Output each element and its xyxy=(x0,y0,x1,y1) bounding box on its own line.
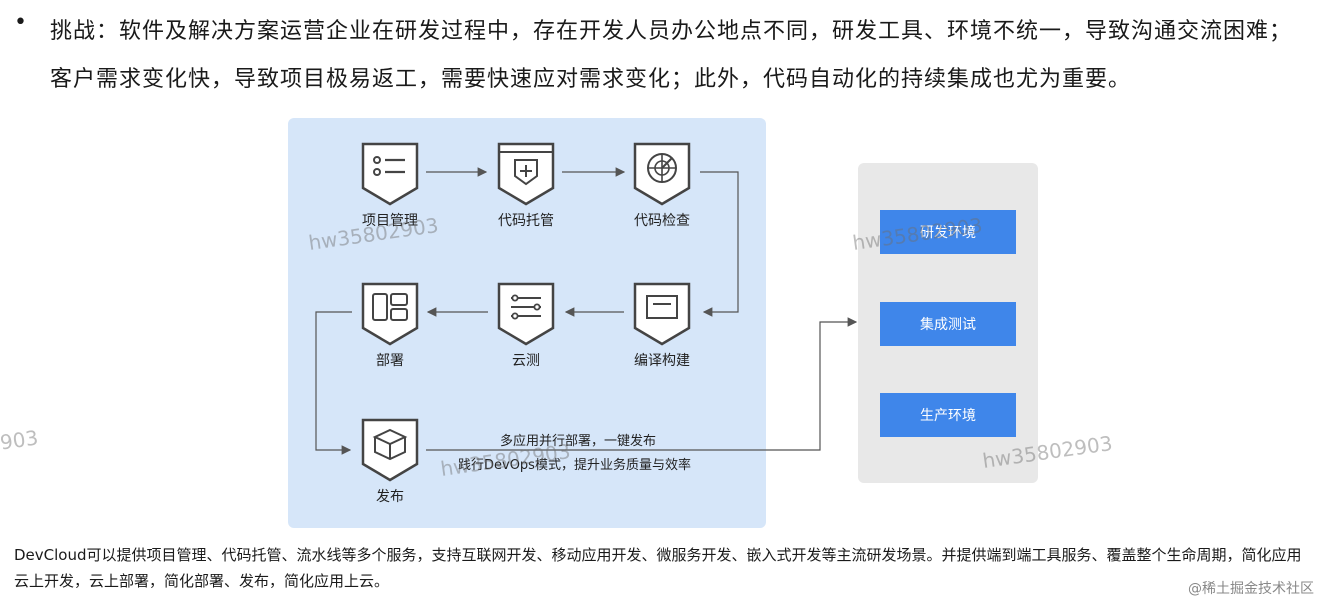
shield-plus-icon xyxy=(497,142,555,206)
node-release: 发布 xyxy=(348,414,432,506)
node-label: 代码检查 xyxy=(634,213,690,229)
node-deploy: 部署 xyxy=(348,278,432,370)
node-project-management: 项目管理 xyxy=(348,138,432,230)
node-code-hosting: 代码托管 xyxy=(484,138,568,230)
flow-caption-line1: 多应用并行部署，一键发布 xyxy=(500,434,657,449)
env-dev: 研发环境 xyxy=(880,210,1016,254)
radar-icon xyxy=(633,142,691,206)
challenge-text: 挑战：软件及解决方案运营企业在研发过程中，存在开发人员办公地点不同，研发工具、环… xyxy=(50,19,1293,92)
node-label: 发布 xyxy=(376,489,404,505)
list-icon xyxy=(361,142,419,206)
node-code-check: 代码检查 xyxy=(620,138,704,230)
node-label: 代码托管 xyxy=(498,213,554,229)
node-label: 云测 xyxy=(512,353,540,369)
box-icon xyxy=(361,418,419,482)
node-label: 编译构建 xyxy=(634,353,690,369)
grid-icon xyxy=(361,282,419,346)
node-compile-build: 编译构建 xyxy=(620,278,704,370)
node-label: 项目管理 xyxy=(362,213,418,229)
footer-description: DevCloud可以提供项目管理、代码托管、流水线等多个服务，支持互联网开发、移… xyxy=(14,546,1302,590)
source-credit: @稀土掘金技术社区 xyxy=(1188,581,1314,597)
window-icon xyxy=(633,282,691,346)
node-label: 部署 xyxy=(376,353,404,369)
env-production: 生产环境 xyxy=(880,393,1016,437)
env-integration-test: 集成测试 xyxy=(880,302,1016,346)
bullet-marker: • xyxy=(14,10,27,35)
flow-caption-line2: 践行DevOps模式，提升业务质量与效率 xyxy=(458,458,691,473)
node-cloud-test: 云测 xyxy=(484,278,568,370)
sliders-icon xyxy=(497,282,555,346)
